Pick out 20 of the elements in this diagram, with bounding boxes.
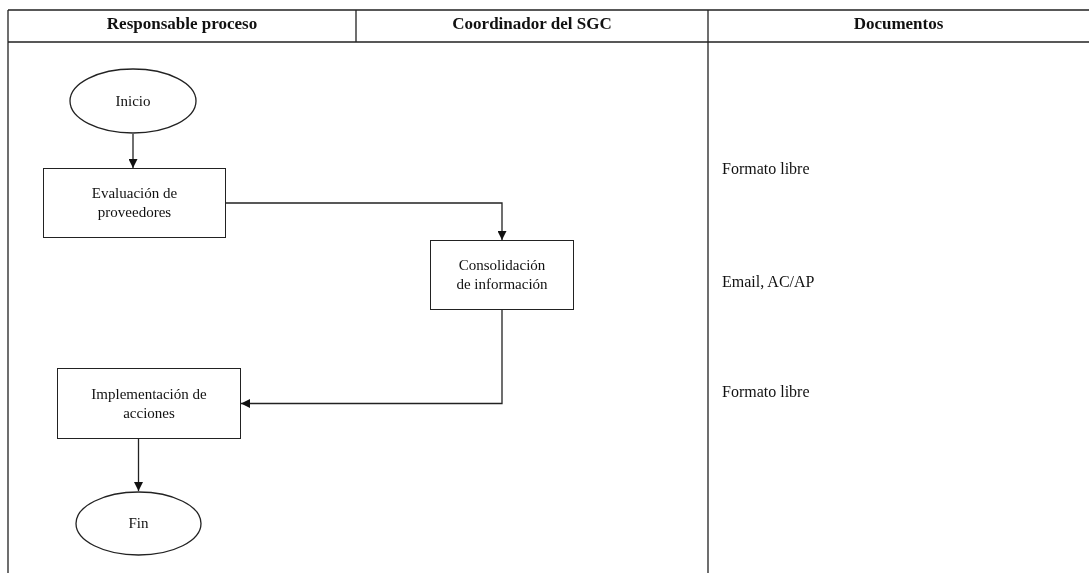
document-text: Formato libre — [722, 383, 810, 401]
column-header: Coordinador del SGC — [451, 14, 613, 34]
node-text: Inicio — [115, 91, 151, 111]
arrow — [225, 202, 507, 241]
node-text: Consolidación de información — [455, 256, 549, 294]
process-box — [430, 240, 574, 310]
document-text: Email, AC/AP — [722, 273, 815, 291]
column-header: Documentos — [852, 14, 945, 34]
arrow — [134, 438, 143, 492]
document-text: Formato libre — [722, 160, 810, 178]
node-text: Fin — [128, 514, 149, 533]
terminal-ellipse — [75, 491, 202, 556]
arrow — [128, 133, 138, 169]
process-box — [57, 368, 241, 439]
process-box — [43, 168, 226, 238]
terminal-ellipse — [69, 68, 197, 134]
node-text: Implementación de acciones — [90, 384, 208, 423]
arrow — [240, 309, 503, 408]
column-header: Responsable proceso — [105, 14, 259, 34]
node-text: Evaluación de proveedores — [90, 184, 179, 222]
